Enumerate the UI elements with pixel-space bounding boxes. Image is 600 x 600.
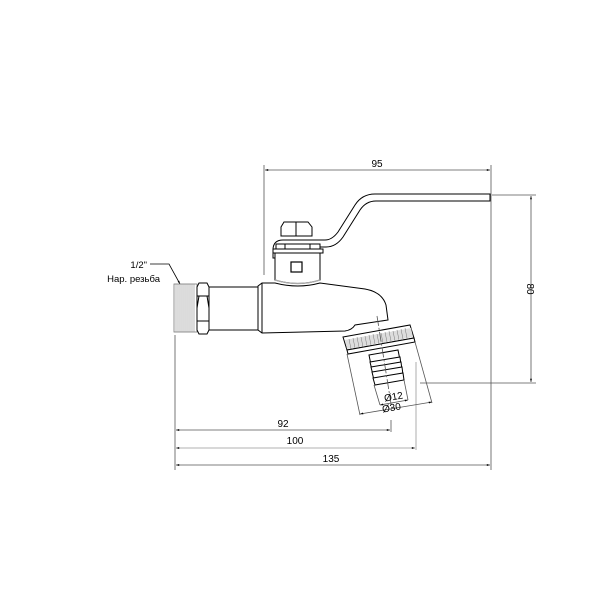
thread-callout: 1/2" Нар. резьба	[107, 260, 181, 285]
diameter-12-label: Ø12	[383, 390, 404, 404]
stem-assembly	[272, 221, 324, 254]
thread-size-label: 1/2"	[130, 260, 147, 271]
extension-lines	[174, 165, 536, 470]
threaded-end	[173, 283, 198, 333]
dim-80-label: 80	[524, 283, 535, 295]
dim-92-label: 92	[277, 419, 289, 430]
diameter-30-label: Ø30	[381, 401, 402, 415]
dim-135-label: 135	[323, 454, 340, 465]
thread-type-label: Нар. резьба	[107, 274, 161, 285]
dimension-95: 95	[265, 159, 490, 171]
dimension-80: 80	[524, 196, 535, 382]
dimension-135: 135	[176, 454, 490, 466]
hex-nut	[196, 282, 210, 335]
valve-body	[257, 282, 389, 334]
dimension-92: 92	[176, 419, 390, 431]
outlet-nut	[342, 324, 416, 355]
valve-gland	[274, 252, 321, 285]
dim-95-label: 95	[371, 159, 383, 170]
dimension-100: 100	[176, 436, 415, 449]
neck-pipe	[208, 286, 259, 331]
hose-barb	[368, 349, 405, 386]
dim-100-label: 100	[287, 436, 304, 447]
diameter-dims: Ø12 Ø30	[346, 341, 433, 416]
